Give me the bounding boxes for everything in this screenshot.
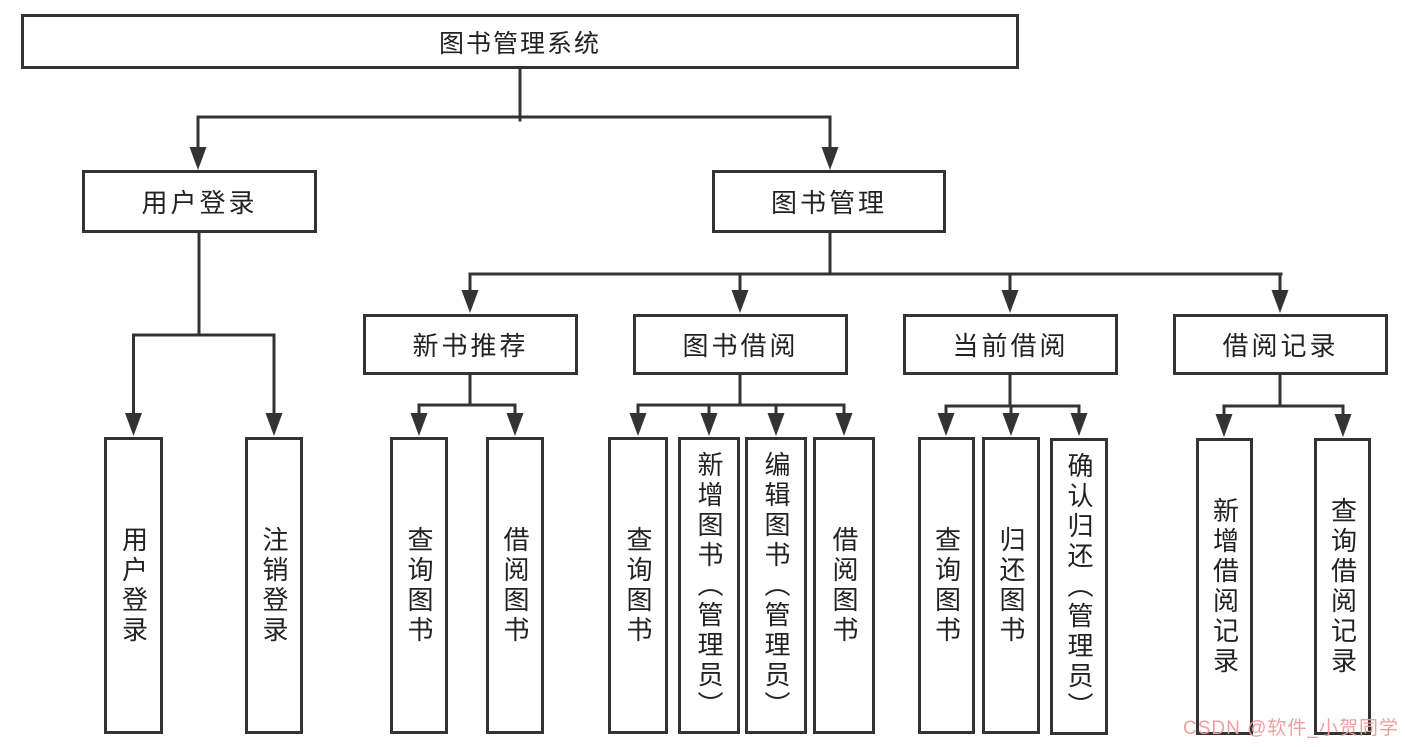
node-root: 图书管理系统 — [21, 14, 1019, 69]
node-book-management: 图书管理 — [712, 170, 946, 233]
node-current-borrowing: 当前借阅 — [903, 314, 1118, 375]
node-new-book-recommendation-label: 新书推荐 — [412, 331, 529, 361]
leaf-borrow-edit-books-admin: 编辑图书（管理员） — [745, 437, 807, 734]
leaf-records-add-record-label: 新增借阅记录 — [1209, 496, 1240, 677]
watermark: CSDN @软件_小贺同学 — [1183, 718, 1399, 739]
leaf-borrow-edit-books-admin-label: 编辑图书（管理员） — [761, 450, 791, 721]
leaf-current-query-books: 查询图书 — [918, 437, 975, 734]
leaf-borrow-query-books: 查询图书 — [608, 437, 668, 734]
leaf-records-add-record: 新增借阅记录 — [1196, 438, 1253, 735]
leaf-recommend-borrow-books: 借阅图书 — [486, 437, 544, 734]
connector-paths — [132, 66, 1345, 418]
leaf-borrow-add-books-admin-label: 新增图书（管理员） — [694, 450, 724, 721]
leaf-user-login: 用户登录 — [104, 437, 163, 734]
leaf-current-query-books-label: 查询图书 — [931, 525, 962, 646]
leaf-logout-label: 注销登录 — [259, 525, 289, 646]
leaf-records-query-record-label: 查询借阅记录 — [1327, 496, 1358, 677]
node-user-login: 用户登录 — [82, 170, 317, 233]
leaf-logout: 注销登录 — [245, 437, 303, 734]
node-current-borrowing-label: 当前借阅 — [952, 331, 1069, 361]
leaf-current-confirm-return-admin-label: 确认归还（管理员） — [1064, 451, 1094, 722]
arrow-down-icons — [125, 147, 1352, 437]
leaf-recommend-query-books-label: 查询图书 — [404, 525, 434, 646]
leaf-current-return-books: 归还图书 — [982, 437, 1040, 734]
node-borrowing-records: 借阅记录 — [1173, 314, 1388, 375]
node-root-label: 图书管理系统 — [438, 29, 601, 58]
leaf-borrow-borrow-books: 借阅图书 — [813, 437, 875, 734]
leaf-borrow-query-books-label: 查询图书 — [623, 525, 653, 646]
node-book-management-label: 图书管理 — [770, 188, 887, 218]
node-book-borrowing-label: 图书借阅 — [682, 331, 799, 361]
leaf-records-query-record: 查询借阅记录 — [1314, 438, 1371, 735]
leaf-recommend-query-books: 查询图书 — [390, 437, 448, 734]
leaf-recommend-borrow-books-label: 借阅图书 — [500, 525, 530, 646]
node-borrowing-records-label: 借阅记录 — [1222, 331, 1339, 361]
leaf-current-return-books-label: 归还图书 — [996, 525, 1026, 646]
leaf-user-login-label: 用户登录 — [118, 525, 149, 646]
node-user-login-label: 用户登录 — [141, 188, 258, 218]
node-new-book-recommendation: 新书推荐 — [363, 314, 578, 375]
leaf-current-confirm-return-admin: 确认归还（管理员） — [1050, 438, 1108, 735]
node-book-borrowing: 图书借阅 — [633, 314, 848, 375]
leaf-borrow-add-books-admin: 新增图书（管理员） — [678, 437, 740, 734]
leaf-borrow-borrow-books-label: 借阅图书 — [829, 525, 859, 646]
